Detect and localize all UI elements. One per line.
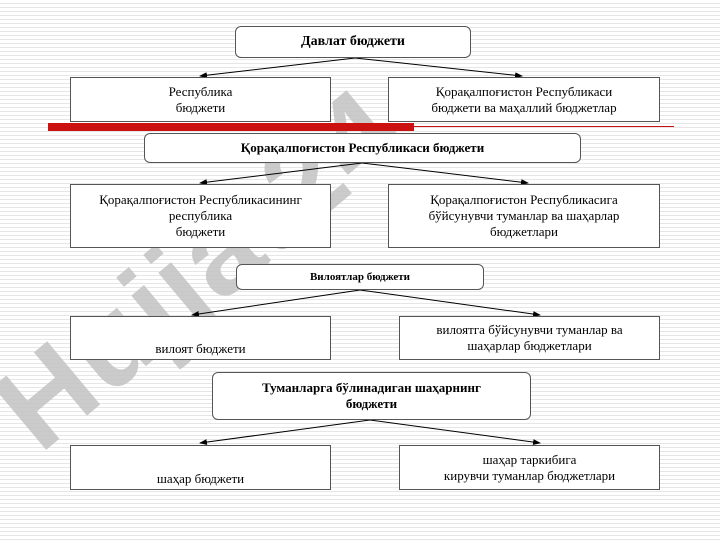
republic-budget-box: Республика бюджети xyxy=(70,77,331,122)
karakalpak-local-budgets-box: Қорақалпоғистон Республикаси бюджети ва … xyxy=(388,77,660,122)
city-budget-title: Туманларга бўлинадиган шаҳарнинг бюджети xyxy=(212,372,531,420)
arrow-l4-left xyxy=(199,419,371,446)
arrow-l4-right xyxy=(369,419,541,446)
regional-districts-budgets-box: вилоятга бўйсунувчи туманлар ва шаҳарлар… xyxy=(399,316,660,360)
arrow-l2-right xyxy=(361,162,529,186)
regional-budgets-title: Вилоятлар бюджети xyxy=(236,264,484,290)
city-districts-budgets-box: шаҳар таркибига кирувчи туманлар бюджетл… xyxy=(399,445,660,490)
arrow-l3-left xyxy=(191,289,361,317)
city-budget-box: шаҳар бюджети xyxy=(70,445,331,490)
accent-line xyxy=(414,126,674,127)
arrow-l1-left xyxy=(199,57,356,79)
arrow-l2-left xyxy=(199,162,363,186)
state-budget-title: Давлат бюджети xyxy=(235,26,471,58)
arrow-l3-right xyxy=(359,289,541,318)
regional-budget-box: вилоят бюджети xyxy=(70,316,331,360)
karakalpak-districts-budgets-box: Қорақалпоғистон Республикасига бўйсунувч… xyxy=(388,184,660,248)
arrow-l1-right xyxy=(354,57,523,79)
accent-bar xyxy=(48,123,414,131)
karakalpak-budget-title: Қорақалпоғистон Республикаси бюджети xyxy=(144,133,581,163)
karakalpak-republic-budget-box: Қорақалпоғистон Республикасининг республ… xyxy=(70,184,331,248)
